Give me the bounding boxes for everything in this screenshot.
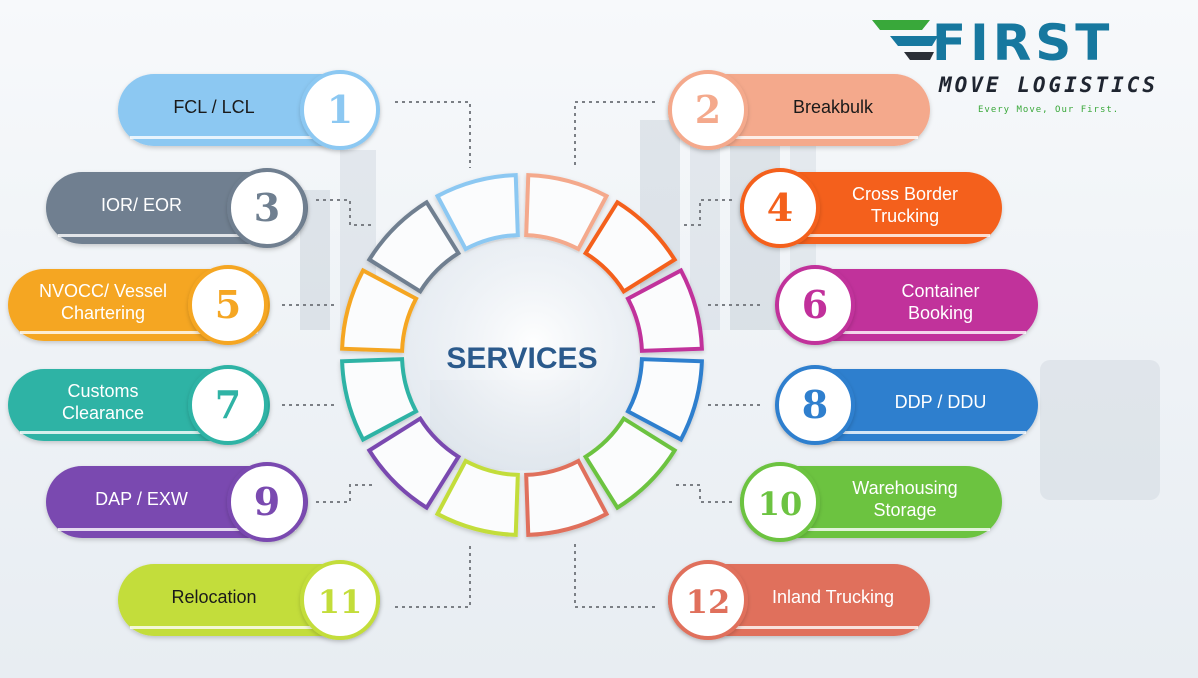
service-label-3: IOR/ EOR [100,195,182,215]
service-card-9: 9 [46,462,308,542]
wheel-segment-5 [340,267,419,353]
company-logo: FIRST MOVE LOGISTICS Every Move, Our Fir… [872,10,1192,120]
pill-underline-3 [58,234,296,237]
pill-underline-6 [788,331,1026,334]
number-badge-6 [775,265,855,345]
service-card-7: 7 [8,365,270,445]
service-label-9: DAP / EXW [95,489,188,509]
pill-underline-11 [130,626,368,629]
logo-speed-arrow-icon [872,20,938,60]
number-badge-2 [668,70,748,150]
number-badge-8 [775,365,855,445]
connector-line-10 [672,484,732,503]
number-badge-5 [188,265,268,345]
logo-tagline: Every Move, Our First. [978,105,1120,115]
number-badge-11 [300,560,380,640]
service-number-1: 1 [327,87,353,132]
connector-line-2 [574,101,655,168]
service-label-11: Relocation [171,587,257,607]
connector-line-12 [574,542,655,608]
service-number-9: 9 [254,479,280,524]
number-badge-4 [740,168,820,248]
service-card-3: 3 [46,168,308,248]
connector-line-9 [316,484,372,503]
pill-underline-12 [680,626,918,629]
service-number-12: 12 [686,583,731,621]
service-number-3: 3 [254,185,280,230]
service-label-5: NVOCC/ Vessel Chartering [38,281,168,323]
service-label-1: FCL / LCL [173,97,255,117]
number-badge-7 [188,365,268,445]
service-card-4: 4 [740,168,1002,248]
service-card-5: 5 [8,265,270,345]
connector-line-11 [395,542,471,608]
connector-line-1 [395,101,471,168]
wheel-segment-6 [625,267,704,353]
service-card-1: 1 [118,70,380,150]
connector-line-3 [316,199,372,226]
wheel-segment-4 [582,199,678,295]
service-card-12: 12 [668,560,930,640]
wheel-hub [406,239,638,471]
pill-underline-10 [752,528,990,531]
number-badge-9 [227,462,307,542]
wheel-segment-9 [366,415,462,511]
service-card-8: 8 [775,365,1038,445]
service-label-4: Cross Border Trucking [851,184,959,226]
wheel-segment-1 [434,173,520,252]
service-label-6: Container Booking [901,281,980,323]
service-wheel [340,173,704,537]
pill-underline-2 [680,136,918,139]
service-label-2: Breakbulk [792,97,874,117]
number-badge-12 [668,560,748,640]
pill-underline-7 [20,431,258,434]
service-number-4: 4 [767,185,793,230]
pill-underline-4 [752,234,990,237]
service-card-6: 6 [775,265,1038,345]
pill-underline-8 [788,431,1026,434]
service-card-10: 10 [740,462,1002,542]
number-badge-10 [740,462,820,542]
wheel-segment-7 [340,357,419,443]
pill-underline-9 [58,528,296,531]
service-label-12: Inland Trucking [771,587,895,607]
wheel-segment-11 [434,458,520,537]
connector-line-4 [680,199,732,226]
service-number-11: 11 [318,583,363,621]
number-badge-3 [227,168,307,248]
service-card-2: 2 [668,70,930,150]
pill-underline-5 [20,331,258,334]
logo-wordmark: FIRST [932,14,1114,72]
service-card-11: 11 [118,560,380,640]
service-number-8: 8 [802,382,828,427]
wheel-segment-10 [582,415,678,511]
service-number-5: 5 [215,282,241,327]
service-number-7: 7 [215,382,241,427]
service-label-8: DDP / DDU [894,392,987,412]
pill-underline-1 [130,136,366,139]
wheel-segment-12 [524,458,610,537]
service-number-2: 2 [695,87,721,132]
wheel-segment-8 [625,357,704,443]
wheel-segment-2 [524,173,610,252]
center-title: SERVICES [446,342,597,375]
service-label-7: Customs Clearance [61,381,145,423]
connector-lines [282,101,764,608]
number-badge-1 [300,70,380,150]
service-label-10: Warehousing Storage [852,478,958,520]
wheel-segment-3 [366,199,462,295]
logo-subtitle: MOVE LOGISTICS [939,73,1159,97]
service-number-6: 6 [802,282,828,327]
service-number-10: 10 [758,485,803,523]
